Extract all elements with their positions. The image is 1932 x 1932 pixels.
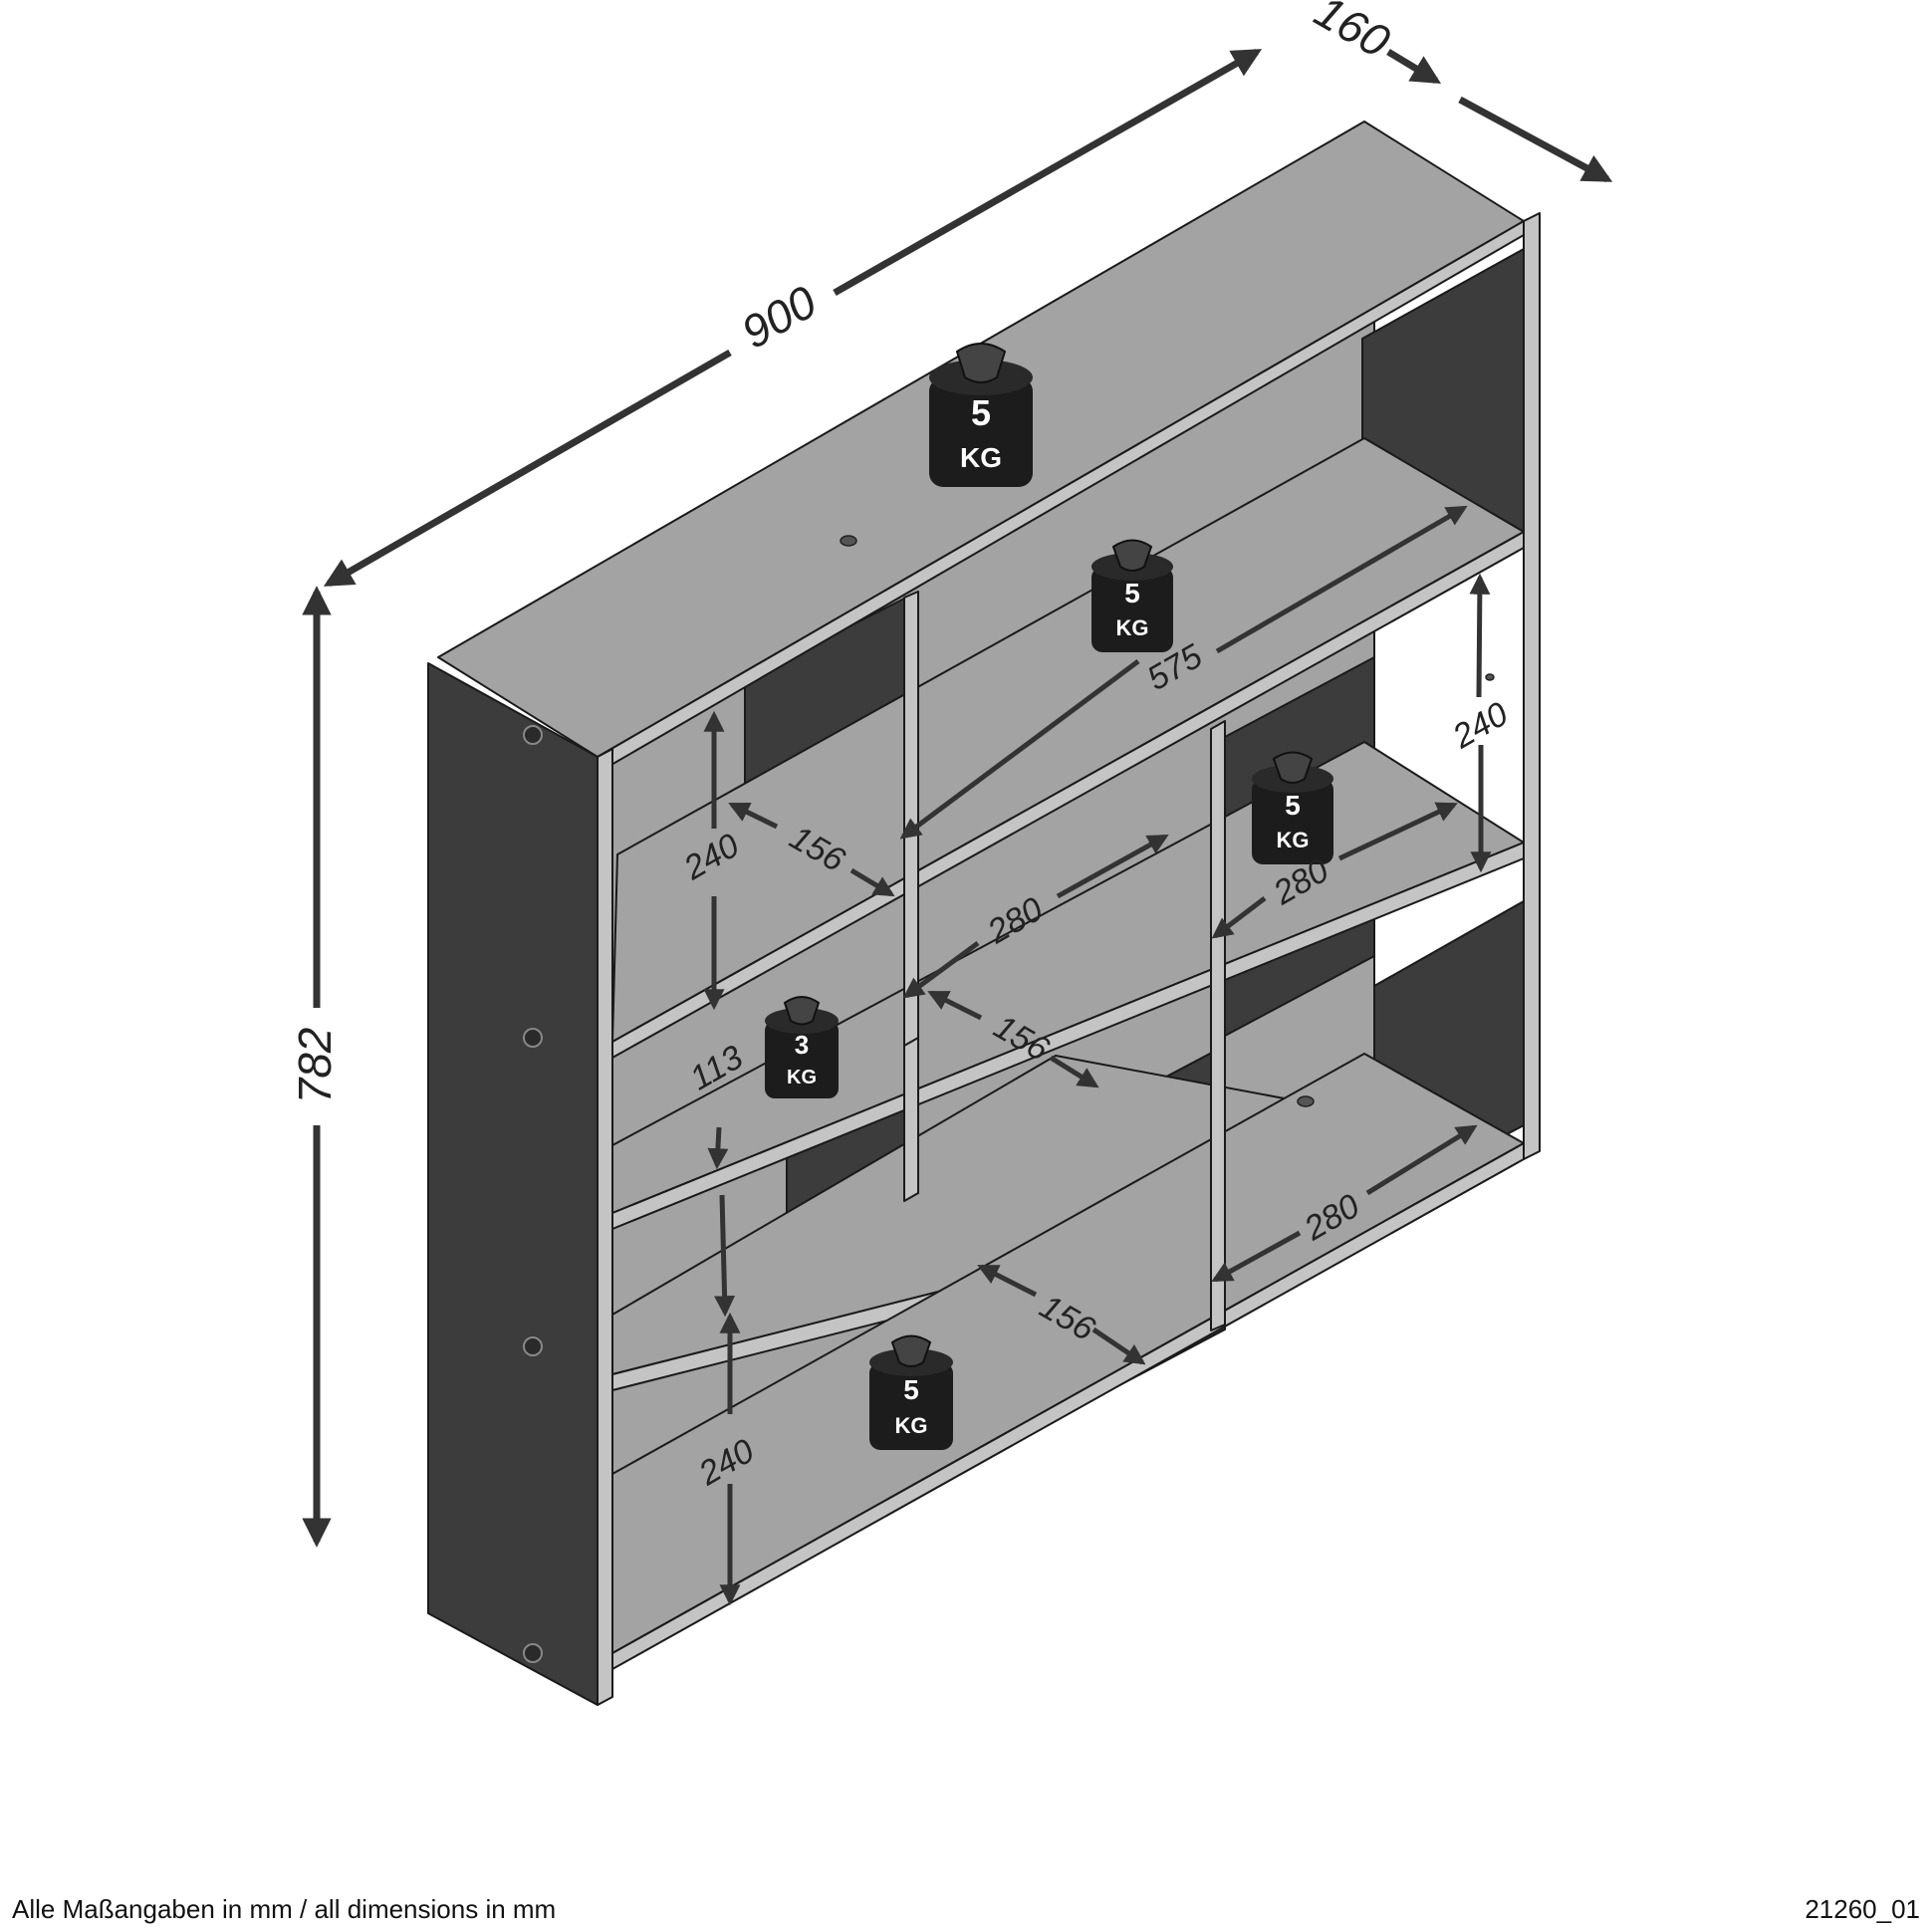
weight-value: 5 xyxy=(971,392,991,433)
inner-dimension-arrows xyxy=(703,505,1492,1606)
left-front-edge xyxy=(597,748,613,1706)
arrow-depth-right xyxy=(1458,96,1613,183)
weight-value: 5 xyxy=(903,1374,919,1405)
mount-hole xyxy=(1485,673,1495,681)
screw-holes xyxy=(523,725,543,1663)
weight-icon: 5 KG xyxy=(1091,539,1173,652)
arrow-280-right-b xyxy=(1337,802,1458,861)
left-side-panel xyxy=(427,662,599,1706)
label-width: 900 xyxy=(733,275,826,359)
weight-value: 3 xyxy=(795,1030,809,1060)
arrow-depth-left xyxy=(1386,49,1442,85)
footer-note: Alle Maßangaben in mm / all dimensions i… xyxy=(12,1894,557,1924)
weight-unit: KG xyxy=(895,1413,928,1438)
mount-hole xyxy=(1297,1095,1315,1107)
arrow-156-bottom-b xyxy=(1091,1327,1146,1365)
arrow-113-a xyxy=(707,1126,729,1170)
screw-hole xyxy=(523,725,543,745)
right-panel xyxy=(1523,212,1541,1160)
weight-unit: KG xyxy=(1277,828,1310,852)
arrow-280-right-a xyxy=(1211,896,1267,939)
weight-unit: KG xyxy=(1116,615,1149,640)
weight-value: 5 xyxy=(1285,790,1301,821)
weight-icon: 5 KG xyxy=(929,343,1033,487)
weight-icon: 5 KG xyxy=(869,1334,953,1450)
drawing-code: 21260_01 xyxy=(1805,1894,1920,1924)
arrow-156-bottom-a xyxy=(977,1264,1038,1298)
mount-hole xyxy=(840,535,857,547)
mount-holes xyxy=(840,535,1495,1107)
arrow-156-top-a xyxy=(728,802,779,830)
weight-value: 5 xyxy=(1124,578,1140,608)
divider-3 xyxy=(903,1037,919,1202)
weight-unit: KG xyxy=(960,442,1002,473)
arrow-280-bottom-a xyxy=(1211,1230,1302,1283)
arrow-280-mid-a xyxy=(902,940,980,999)
arrow-113-b xyxy=(714,1194,736,1318)
arrow-width-left xyxy=(323,349,732,588)
divider-2 xyxy=(1210,720,1226,1331)
dimension-arrows xyxy=(302,48,1613,1548)
arrow-240-right-a xyxy=(1469,573,1491,698)
arrow-575-a xyxy=(899,658,1140,840)
screw-hole xyxy=(523,1643,543,1663)
arrow-575-b xyxy=(1215,505,1468,654)
arrow-156-mid-b xyxy=(1049,1055,1099,1088)
label-240-right: 240 xyxy=(1446,695,1515,757)
weight-icon: 3 KG xyxy=(765,996,839,1098)
screw-hole xyxy=(523,1028,543,1048)
label-depth: 160 xyxy=(1307,0,1399,68)
screw-hole xyxy=(523,1336,543,1356)
arrow-width-right xyxy=(833,48,1263,297)
arrow-280-mid-b xyxy=(1056,834,1169,899)
arrow-280-bottom-b xyxy=(1365,1124,1478,1196)
arrow-156-top-b xyxy=(849,867,895,897)
weight-icon: 5 KG xyxy=(1252,751,1333,864)
arrow-156-mid-a xyxy=(927,990,983,1021)
label-height: 782 xyxy=(289,1028,341,1104)
weight-unit: KG xyxy=(787,1067,817,1088)
